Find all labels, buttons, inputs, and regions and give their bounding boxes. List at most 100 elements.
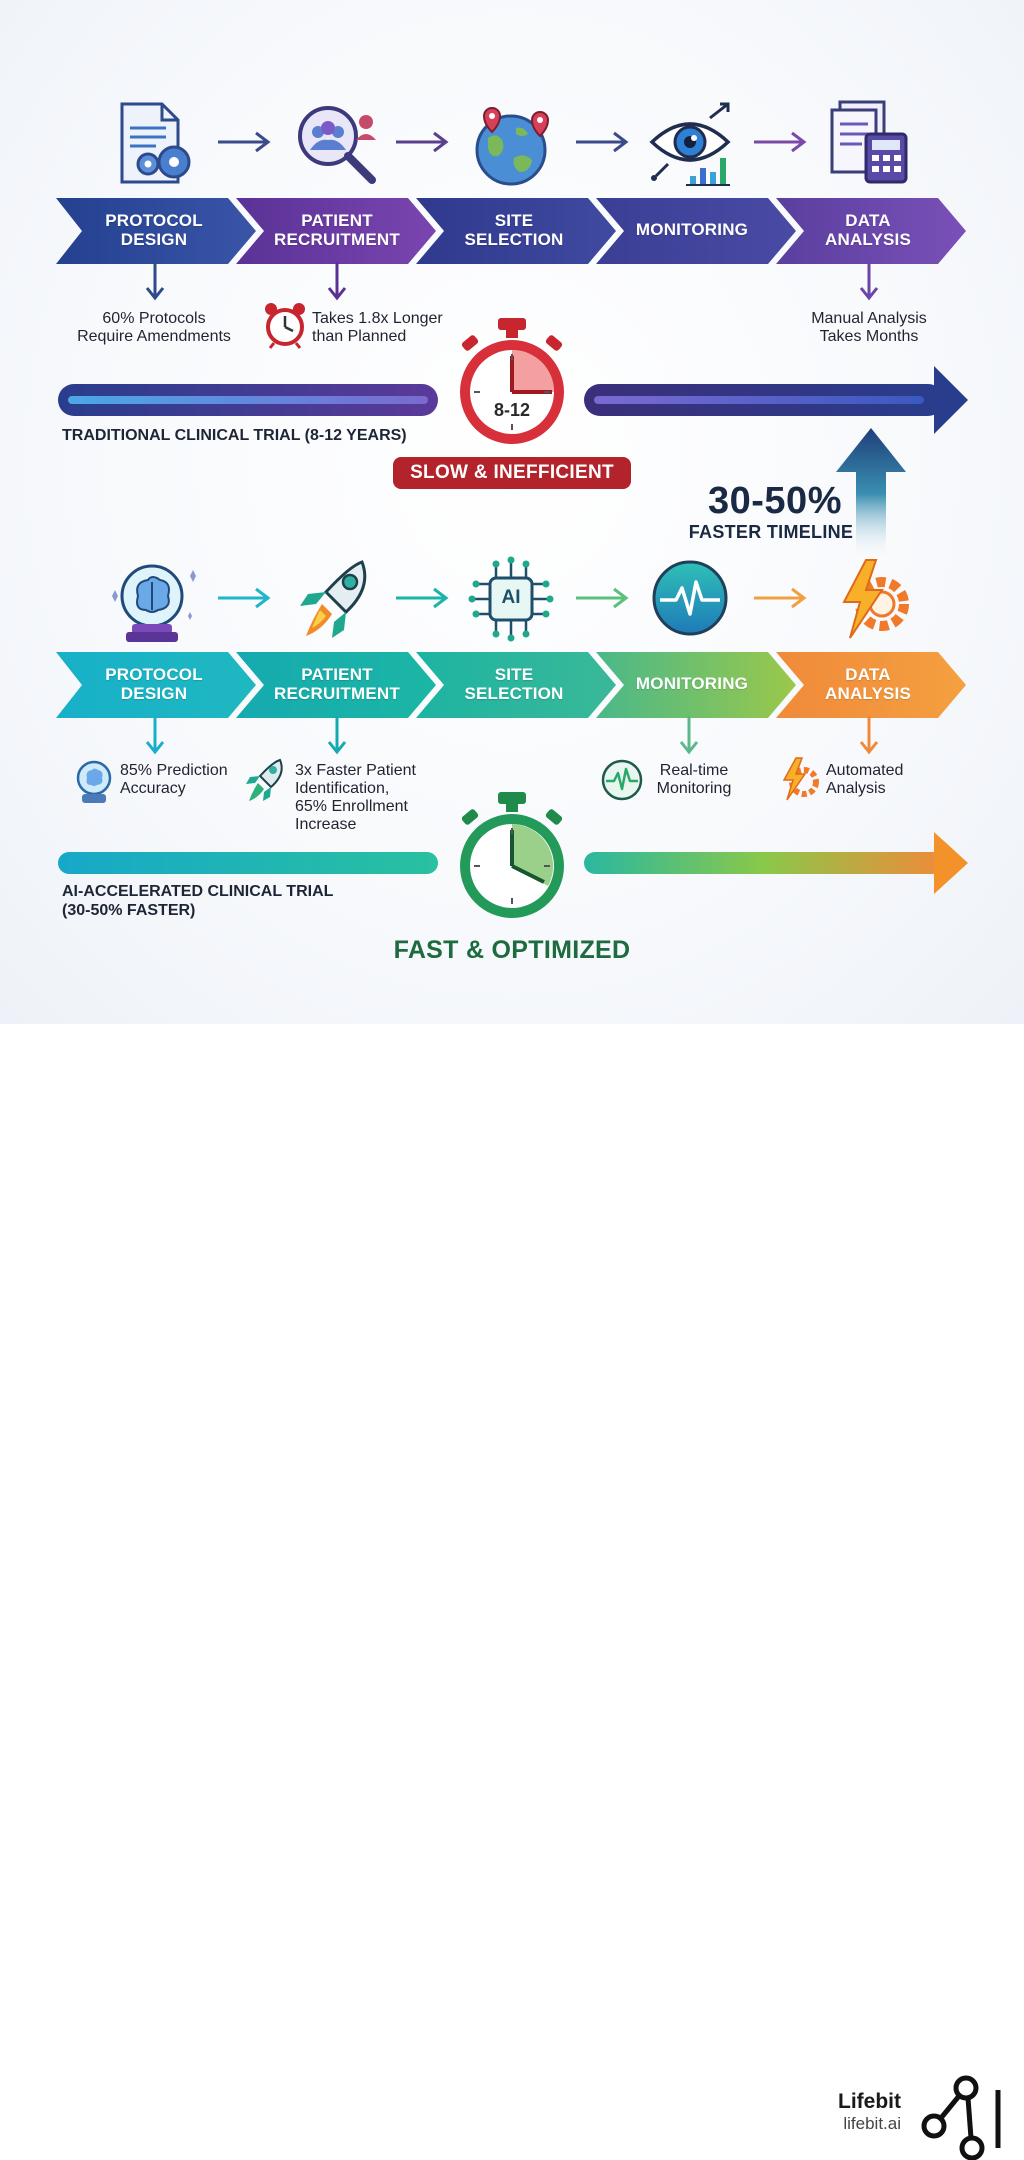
flow-arrow bbox=[396, 587, 449, 609]
stat-manual-analysis: Manual Analysis Takes Months bbox=[786, 310, 952, 346]
rocket-small-icon bbox=[246, 758, 283, 801]
stat-patient-identification: 3x Faster Patient Identification, 65% En… bbox=[295, 762, 445, 834]
brand-url[interactable]: lifebit.ai bbox=[843, 2114, 901, 2133]
fast-optimized-title: FAST & OPTIMIZED bbox=[393, 936, 631, 964]
ai-bar-label: AI-ACCELERATED CLINICAL TRIAL (30-50% FA… bbox=[62, 882, 333, 920]
chevron-line2: DESIGN bbox=[120, 230, 188, 249]
ai-chip-icon bbox=[468, 556, 554, 642]
improvement-value: 30-50% bbox=[708, 480, 842, 522]
down-arrow bbox=[859, 262, 879, 301]
flow-arrow bbox=[754, 587, 807, 609]
down-arrow bbox=[327, 716, 347, 755]
chevron-patient-recruitment bbox=[236, 652, 436, 718]
rocket-icon bbox=[300, 560, 367, 638]
stat-line: 60% Protocols bbox=[102, 310, 206, 327]
chevron-line1: DATA bbox=[845, 211, 891, 230]
stat-line: Takes Months bbox=[819, 328, 919, 345]
stat-automated-analysis: Automated Analysis bbox=[826, 762, 936, 798]
down-arrow bbox=[679, 716, 699, 755]
chevron-line2: RECRUITMENT bbox=[274, 684, 400, 703]
chevron-line2: ANALYSIS bbox=[825, 684, 911, 703]
chevron-line1: SITE bbox=[494, 211, 534, 230]
bar-label-line: AI-ACCELERATED CLINICAL TRIAL bbox=[62, 883, 334, 900]
chevron-protocol-design bbox=[56, 652, 256, 718]
flow-arrow bbox=[754, 131, 807, 153]
stopwatch-red-icon bbox=[460, 318, 564, 444]
magnifier-people-icon bbox=[298, 106, 376, 184]
down-arrow bbox=[145, 262, 165, 301]
improvement-label: FASTER TIMELINE bbox=[688, 522, 854, 542]
heartbeat-small-icon bbox=[601, 759, 643, 801]
chevron-line1: PATIENT bbox=[301, 665, 373, 684]
chevron-label: SITE SELECTION bbox=[444, 211, 584, 249]
traditional-chevron-row bbox=[56, 198, 966, 264]
ai-timeline-bar bbox=[58, 832, 968, 894]
stat-real-time-monitoring: Real-time Monitoring bbox=[646, 762, 742, 798]
down-arrow bbox=[327, 262, 347, 301]
stat-line: Require Amendments bbox=[77, 328, 231, 345]
footer: Lifebit lifebit.ai bbox=[0, 1024, 1024, 2160]
stat-line: 3x Faster Patient bbox=[295, 762, 416, 779]
stat-line: 65% Enrollment bbox=[295, 798, 408, 815]
chevron-label: MONITORING bbox=[622, 220, 762, 239]
flow-arrow bbox=[218, 131, 271, 153]
flow-arrow bbox=[396, 131, 449, 153]
chevron-line1: PATIENT bbox=[301, 211, 373, 230]
chevron-site-selection bbox=[416, 198, 616, 264]
chevron-label: DATA ANALYSIS bbox=[798, 665, 938, 703]
flow-arrow bbox=[218, 587, 271, 609]
chevron-line2: ANALYSIS bbox=[825, 230, 911, 249]
flow-arrow bbox=[576, 587, 629, 609]
flow-arrow bbox=[576, 131, 629, 153]
chevron-line1: PROTOCOL bbox=[105, 665, 203, 684]
stopwatch-label: 8-12 bbox=[493, 400, 531, 420]
chevron-protocol-design bbox=[56, 198, 256, 264]
bar-label-line: (30-50% FASTER) bbox=[62, 902, 196, 919]
chevron-label: DATA ANALYSIS bbox=[798, 211, 938, 249]
infographic-canvas: PROTOCOL DESIGN PATIENT RECRUITMENT SITE… bbox=[0, 0, 1024, 1024]
brand-name: Lifebit bbox=[838, 2090, 901, 2113]
chevron-label: PROTOCOL DESIGN bbox=[84, 211, 224, 249]
stat-line: than Planned bbox=[312, 328, 407, 345]
chevron-line2: SELECTION bbox=[464, 684, 564, 703]
lightning-gear-small-icon bbox=[782, 757, 819, 801]
down-arrow bbox=[859, 716, 879, 755]
chevron-label: PATIENT RECRUITMENT bbox=[262, 211, 412, 249]
crystal-ball-small-icon bbox=[76, 760, 112, 803]
chevron-line2: DESIGN bbox=[120, 684, 188, 703]
chevron-site-selection bbox=[416, 652, 616, 718]
ai-chip-label: AI bbox=[501, 587, 521, 608]
chevron-label: PATIENT RECRUITMENT bbox=[262, 665, 412, 703]
brain-crystal-ball-icon bbox=[112, 564, 196, 642]
slow-inefficient-tag: SLOW & INEFFICIENT bbox=[393, 457, 631, 489]
improvement-up-arrow bbox=[836, 428, 906, 560]
chevron-line1: MONITORING bbox=[635, 220, 749, 239]
chevron-line1: MONITORING bbox=[635, 674, 749, 693]
heartbeat-monitor-icon bbox=[652, 560, 728, 636]
globe-pins-icon bbox=[475, 107, 550, 186]
lightning-gear-icon bbox=[842, 559, 909, 639]
chevron-monitoring bbox=[596, 198, 796, 264]
chevron-label: PROTOCOL DESIGN bbox=[84, 665, 224, 703]
chevron-label: MONITORING bbox=[622, 674, 762, 693]
down-arrow bbox=[145, 716, 165, 755]
stat-line: Automated bbox=[826, 762, 904, 779]
stat-line: Increase bbox=[295, 816, 357, 833]
lifebit-network-logo bbox=[921, 2075, 1001, 2160]
stat-line: Takes 1.8x Longer bbox=[312, 310, 443, 327]
chevron-data-analysis bbox=[776, 198, 966, 264]
stat-line: Analysis bbox=[826, 780, 886, 797]
stat-line: Accuracy bbox=[120, 780, 186, 797]
chevron-line1: SITE bbox=[494, 665, 534, 684]
stat-protocol-amendments: 60% Protocols Require Amendments bbox=[56, 310, 252, 346]
chevron-monitoring bbox=[596, 652, 796, 718]
alarm-clock-icon bbox=[265, 303, 305, 349]
stat-recruitment-delay: Takes 1.8x Longer than Planned bbox=[312, 310, 462, 346]
stat-prediction-accuracy: 85% Prediction Accuracy bbox=[120, 762, 270, 798]
stat-line: 85% Prediction bbox=[120, 762, 228, 779]
stat-line: Manual Analysis bbox=[811, 310, 927, 327]
stat-line: Real-time bbox=[659, 762, 729, 779]
chevron-line1: DATA bbox=[845, 665, 891, 684]
stat-line: Identification, bbox=[295, 780, 390, 797]
chevron-line2: RECRUITMENT bbox=[274, 230, 400, 249]
